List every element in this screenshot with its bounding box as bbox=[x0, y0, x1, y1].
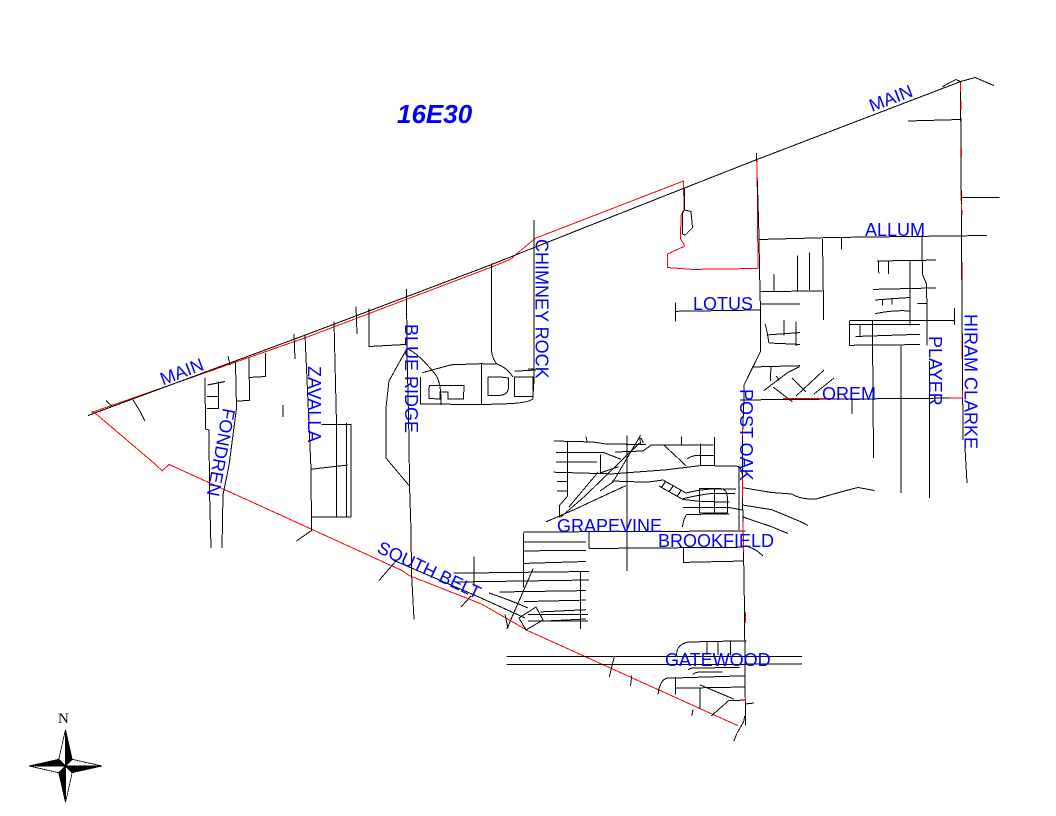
svg-text:POST OAK: POST OAK bbox=[736, 389, 756, 481]
svg-text:GATEWOOD: GATEWOOD bbox=[665, 650, 771, 670]
svg-text:16E30: 16E30 bbox=[397, 99, 473, 129]
svg-text:N: N bbox=[58, 711, 69, 727]
svg-text:ALLUM: ALLUM bbox=[865, 220, 925, 240]
svg-text:PLAYER: PLAYER bbox=[925, 336, 945, 406]
svg-text:BROOKFIELD: BROOKFIELD bbox=[658, 531, 774, 551]
svg-text:SOUTH BELT: SOUTH BELT bbox=[374, 537, 484, 602]
svg-text:MAIN: MAIN bbox=[866, 81, 915, 116]
svg-text:GRAPEVINE: GRAPEVINE bbox=[557, 516, 662, 536]
svg-text:HIRAM CLARKE: HIRAM CLARKE bbox=[961, 314, 981, 449]
svg-text:ZAVALLA: ZAVALLA bbox=[304, 366, 324, 442]
svg-text:BLUE RIDGE: BLUE RIDGE bbox=[401, 324, 421, 433]
svg-text:LOTUS: LOTUS bbox=[693, 294, 753, 314]
svg-text:CHIMNEY ROCK: CHIMNEY ROCK bbox=[532, 239, 552, 379]
svg-text:MAIN: MAIN bbox=[157, 354, 206, 389]
svg-text:OREM: OREM bbox=[822, 384, 876, 404]
svg-text:FONDREN: FONDREN bbox=[203, 407, 239, 498]
